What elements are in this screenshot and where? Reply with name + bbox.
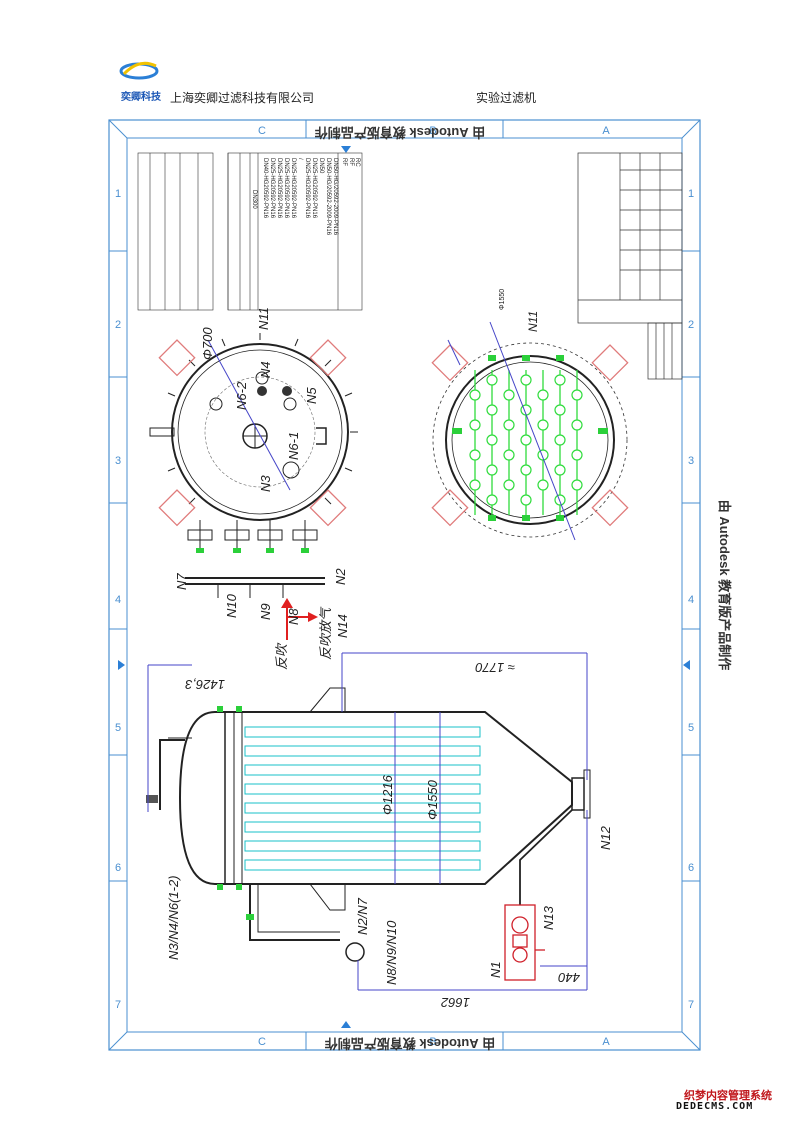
label-n8n9n10: N8/N9/N10 [384, 920, 399, 985]
label-n8: N8 [286, 608, 301, 625]
grid-num-7-right: 7 [688, 999, 694, 1011]
label-backwash: 反吹 [274, 642, 289, 670]
label-d1550-section: Φ1550 [499, 289, 506, 310]
watermark-top: 由 Autodesk 教育版产品制作 [315, 125, 485, 140]
label-n13: N13 [541, 905, 556, 930]
grid-num-4-right: 4 [688, 594, 694, 606]
grid-num-7-left: 7 [115, 999, 121, 1011]
label-n11-section: N11 [526, 311, 540, 332]
title-block [577, 152, 683, 380]
label-n14: N14 [335, 614, 350, 638]
label-backwash-vent: 反吹放气 [318, 606, 333, 660]
nozzle-table-rows: DN50-HG/20592-2009-PN16 RF DN50-HG/20592… [251, 158, 360, 236]
grid-letter-b-bottom: B [429, 1036, 436, 1048]
label-n9: N9 [258, 603, 273, 620]
grid-letter-a-top: A [602, 125, 610, 137]
nozzle-row-7-spec: DN25-HG20592-PN16 [290, 158, 296, 219]
watermark-right: 由 Autodesk 教育版产品制作 [717, 500, 732, 670]
grid-num-5-left: 5 [115, 722, 121, 734]
grid-letter-c-top: C [258, 125, 266, 137]
nozzle-row-11-spec: DN40-HG20592-PN16 [262, 158, 268, 219]
vessel-section-view [431, 321, 629, 541]
grid-labels: 1 2 3 4 5 6 7 1 2 3 4 5 6 7 C B A C B A [115, 125, 694, 1048]
label-n1: N1 [488, 961, 503, 978]
label-n10: N10 [224, 593, 239, 618]
nozzle-row-3-spec: DN50 [318, 158, 324, 174]
nozzle-row-10-spec: DN25-HG20592-PN16 [269, 158, 275, 219]
nozzle-row-12-spec: DN300 [251, 190, 257, 209]
grid-num-1-right: 1 [688, 188, 694, 200]
nozzle-row-5-spec: DN25-HG20592-PN16 [304, 158, 310, 219]
dimension-lines [147, 652, 588, 991]
grid-num-6-left: 6 [115, 862, 121, 874]
label-n5: N5 [304, 387, 319, 404]
label-1216: Φ1216 [380, 774, 395, 815]
grid-num-1-left: 1 [115, 188, 121, 200]
nozzle-table [227, 152, 363, 311]
nozzle-row-2-spec: DN50-HG/20592-2009-PN16 [325, 158, 331, 236]
logo-swoosh-icon [119, 61, 159, 80]
company-name: 上海奕卿过滤科技有限公司 [170, 91, 315, 105]
drawing-frame [108, 119, 701, 1051]
nozzle-row-4-spec: DN25-HG20592-PN16 [311, 158, 317, 219]
label-1662: 1662 [440, 995, 470, 1010]
label-n7: N7 [174, 573, 189, 590]
company-logo [118, 56, 160, 86]
grid-num-3-left: 3 [115, 455, 121, 467]
grid-letter-c-bottom: C [258, 1036, 266, 1048]
label-n6-1: N6-1 [286, 432, 301, 460]
footer-logo-line1: 织梦内容管理系统 [684, 1089, 772, 1102]
label-440: 440 [558, 970, 580, 985]
grid-num-4-left: 4 [115, 594, 121, 606]
grid-num-3-right: 3 [688, 455, 694, 467]
label-d700: Φ700 [200, 327, 215, 360]
label-n11-top: N11 [256, 307, 271, 330]
nozzle-row-2-face: RF [341, 158, 347, 166]
nozzle-row-9-spec: DN25-HG20592-PN16 [276, 158, 282, 219]
filter-candles [244, 726, 481, 871]
grid-letter-b-top: B [429, 125, 436, 137]
label-n2: N2 [333, 568, 348, 585]
nozzle-row-3-face: RC [354, 158, 360, 167]
grid-num-5-right: 5 [688, 722, 694, 734]
footer-site-logo: 织梦内容管理系统 DEDECMS.COM [676, 1085, 786, 1115]
label-n6-2: N6-2 [234, 381, 249, 410]
logo-text: 奕卿科技 [121, 92, 161, 103]
label-n2n7: N2/N7 [355, 897, 370, 935]
label-1550: Φ1550 [425, 779, 440, 820]
grid-num-6-right: 6 [688, 862, 694, 874]
label-n12: N12 [598, 825, 613, 850]
vessel-top-view [149, 333, 358, 640]
label-1426: 1426,3 [184, 677, 225, 692]
grid-letter-a-bottom: A [602, 1036, 610, 1048]
nozzle-row-1-spec: DN50-HG/20592-2009-PN16 [332, 158, 338, 236]
nozzle-row-6-spec: / [297, 158, 303, 160]
label-n3: N3 [258, 475, 273, 492]
outlet-valve [504, 904, 545, 981]
grid-num-2-right: 2 [688, 319, 694, 331]
watermark-bottom: 由 Autodesk 教育版产品制作 [325, 1036, 495, 1051]
nozzle-row-1-face: RF [348, 158, 354, 166]
tech-table [137, 152, 214, 311]
footer-logo-line2: DEDECMS.COM [676, 1101, 754, 1112]
product-name: 实验过滤机 [476, 91, 537, 105]
label-1770: ≈ 1770 [475, 660, 515, 675]
vessel-side-view [146, 687, 591, 981]
label-n4: N4 [258, 361, 273, 378]
nozzle-row-8-spec: DN25-HG20592-PN16 [283, 158, 289, 219]
label-n3group: N3/N4/N6(1-2) [166, 875, 181, 960]
grid-num-2-left: 2 [115, 319, 121, 331]
